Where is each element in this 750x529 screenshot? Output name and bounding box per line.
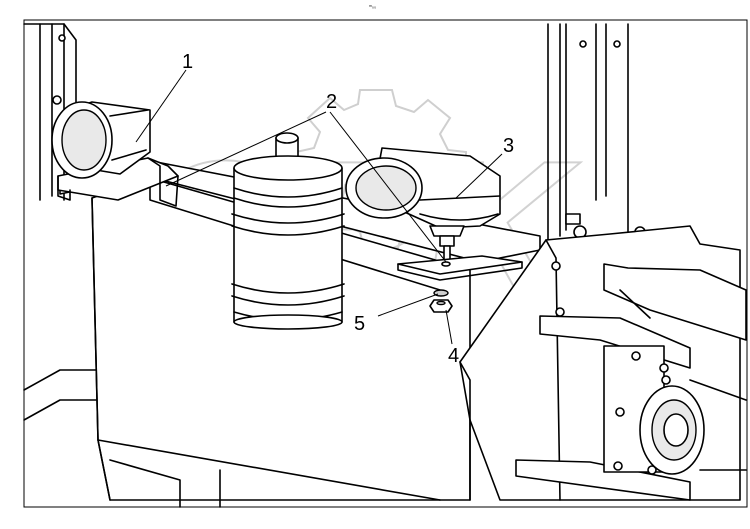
left-frame-column bbox=[23, 23, 101, 421]
mounting-plate bbox=[397, 255, 523, 281]
callout-1: 1 bbox=[182, 51, 193, 73]
callout-2: 2 bbox=[326, 91, 337, 113]
callout-4: 4 bbox=[448, 345, 459, 367]
left-bracket bbox=[57, 157, 179, 207]
nut bbox=[429, 299, 453, 313]
lamp-left bbox=[51, 101, 151, 179]
callout-5: 5 bbox=[354, 313, 365, 335]
lamp-right bbox=[345, 147, 501, 261]
frame-border bbox=[23, 19, 748, 508]
header-mark: ᵐ₀₀ bbox=[369, 4, 376, 10]
callout-3: 3 bbox=[503, 135, 514, 157]
filter-cylinder bbox=[231, 132, 345, 330]
leader-lines bbox=[135, 69, 503, 345]
right-frame-column bbox=[547, 23, 646, 241]
right-housing bbox=[459, 225, 747, 501]
